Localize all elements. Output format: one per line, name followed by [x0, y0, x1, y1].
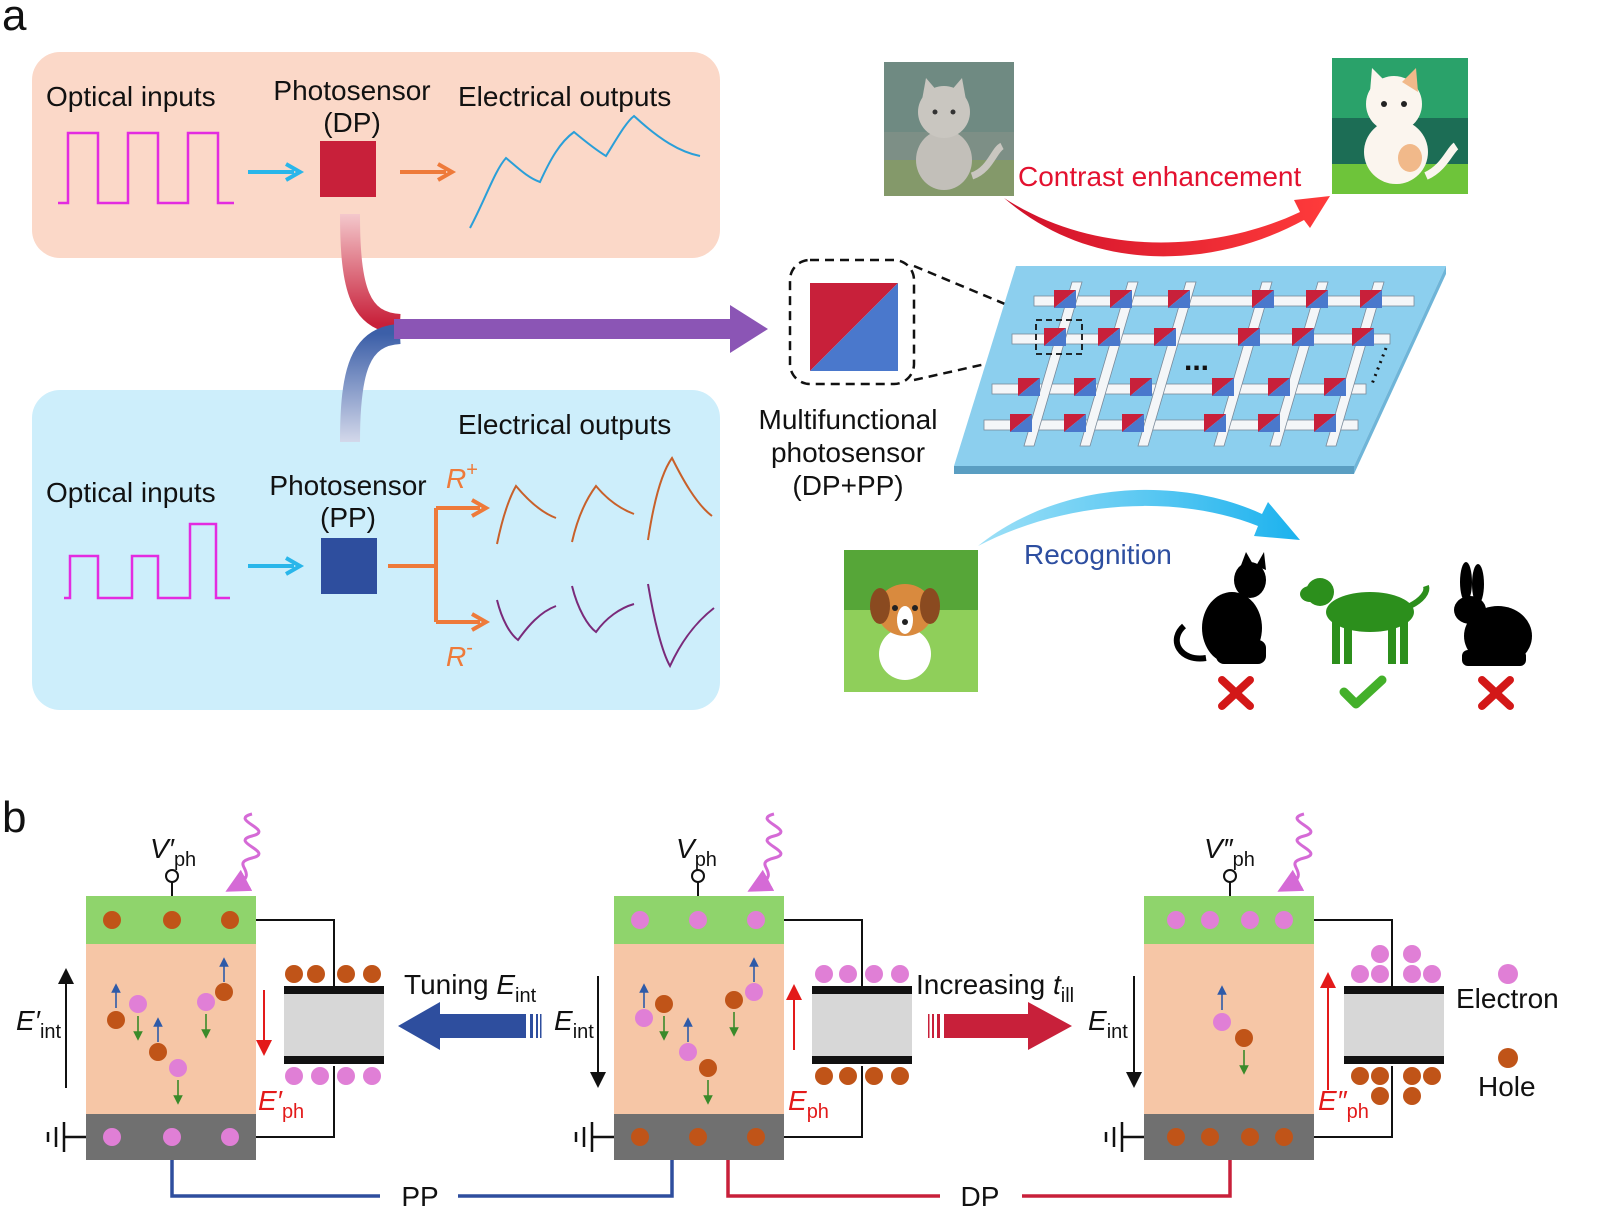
dog-silhouette-icon [1300, 578, 1430, 664]
contrast-enhancement-label: Contrast enhancement [1018, 161, 1302, 192]
light-wave-middle-icon [747, 812, 783, 892]
dog-check-icon [1339, 675, 1387, 709]
e-ph-middle-label: Eph [788, 1085, 829, 1123]
device-left [86, 896, 256, 1160]
pp-photosensor-label: Photosensor [269, 470, 426, 501]
dog-input-image [844, 550, 978, 692]
cat-silhouette-icon [1173, 552, 1266, 664]
increasing-label: Increasing till [916, 969, 1074, 1007]
pp-bracket [170, 1160, 674, 1198]
vph-middle-label: Vph [676, 833, 717, 871]
array-pixels [1010, 290, 1382, 432]
pp-flow-path [340, 324, 402, 443]
light-wave-left-icon [225, 812, 261, 892]
dp-output-arrow [400, 162, 457, 182]
pp-half-triangle [810, 283, 898, 371]
e-ph-right-label: E″ph [1318, 1085, 1369, 1123]
e-int-left-label: E′int [16, 1005, 62, 1043]
panel-a-label: a [2, 0, 27, 40]
multifunctional-line3: (DP+PP) [792, 470, 903, 501]
vph-right-label: V″ph [1204, 833, 1255, 871]
tuning-label: Tuning Eint [404, 969, 537, 1007]
dp-photosensor-type-label: (DP) [323, 107, 381, 138]
pp-optical-inputs-label: Optical inputs [46, 477, 216, 508]
pp-optical-pulse-train [64, 522, 230, 600]
dp-bracket [726, 1160, 1232, 1198]
terminal-right [1223, 869, 1237, 896]
dp-optical-inputs-label: Optical inputs [46, 81, 216, 112]
ground-right-icon [1104, 1122, 1144, 1152]
dp-bracket-label: DP [961, 1181, 1000, 1212]
merge-arrow [394, 305, 768, 353]
pp-bracket-label: PP [401, 1181, 438, 1212]
terminal-middle [691, 869, 705, 896]
legend-electron-marker [1498, 964, 1518, 984]
panel-b-label: b [2, 793, 26, 842]
tuning-arrow [398, 1002, 542, 1050]
dashed-inset-frame [788, 258, 916, 386]
dp-electrical-output-curve [469, 114, 701, 229]
e-ph-left-label: E′ph [258, 1085, 304, 1123]
ground-middle-icon [574, 1122, 614, 1152]
legend-hole-marker [1498, 1048, 1518, 1068]
cat-cross-icon [1218, 676, 1254, 710]
r-minus-response-curves [496, 583, 715, 669]
dp-flow-path [340, 213, 402, 334]
ground-left-icon [46, 1122, 86, 1152]
legend-hole-label: Hole [1478, 1071, 1536, 1102]
dp-input-arrow [248, 162, 305, 182]
contrast-enhancement-arrow [1004, 196, 1330, 257]
r-plus-response-curves [496, 456, 713, 545]
legend-electron-label: Electron [1456, 983, 1559, 1014]
pp-photosensor-type-label: (PP) [320, 502, 376, 533]
capacitor-middle [784, 919, 912, 1138]
device-right [1144, 896, 1314, 1160]
dp-electrical-outputs-label: Electrical outputs [458, 81, 671, 112]
dp-photosensor-label: Photosensor [273, 75, 430, 106]
array-ellipsis: ... [1184, 344, 1209, 377]
recognition-label: Recognition [1024, 539, 1172, 570]
r-plus-label: R+ [446, 459, 478, 494]
enhanced-cat-image [1332, 58, 1468, 194]
e-int-middle-label: Eint [554, 1005, 594, 1043]
dp-optical-pulse-train [58, 131, 234, 205]
vph-left-label: V′ph [150, 833, 196, 871]
device-middle [614, 896, 784, 1160]
capacitor-left [256, 919, 384, 1138]
pp-electrical-outputs-label: Electrical outputs [458, 409, 671, 440]
terminal-left [165, 869, 179, 896]
pp-input-arrow [248, 556, 305, 576]
rabbit-cross-icon [1478, 676, 1514, 710]
photosensor-array: ... [954, 266, 1446, 474]
light-wave-right-icon [1277, 812, 1313, 892]
multifunctional-line1: Multifunctional [759, 404, 938, 435]
capacitor-right [1314, 919, 1444, 1138]
pp-photosensor-square [321, 538, 377, 594]
r-minus-label: R- [446, 637, 473, 672]
multifunctional-line2: photosensor [771, 437, 925, 468]
dp-photosensor-square [320, 141, 376, 197]
increasing-arrow [928, 1002, 1072, 1050]
pp-fork-arrows [388, 498, 491, 632]
recognition-arrow [978, 489, 1300, 546]
e-int-right-label: Eint [1088, 1005, 1128, 1043]
low-contrast-cat-image [884, 62, 1014, 196]
rabbit-silhouette-icon [1454, 562, 1532, 666]
